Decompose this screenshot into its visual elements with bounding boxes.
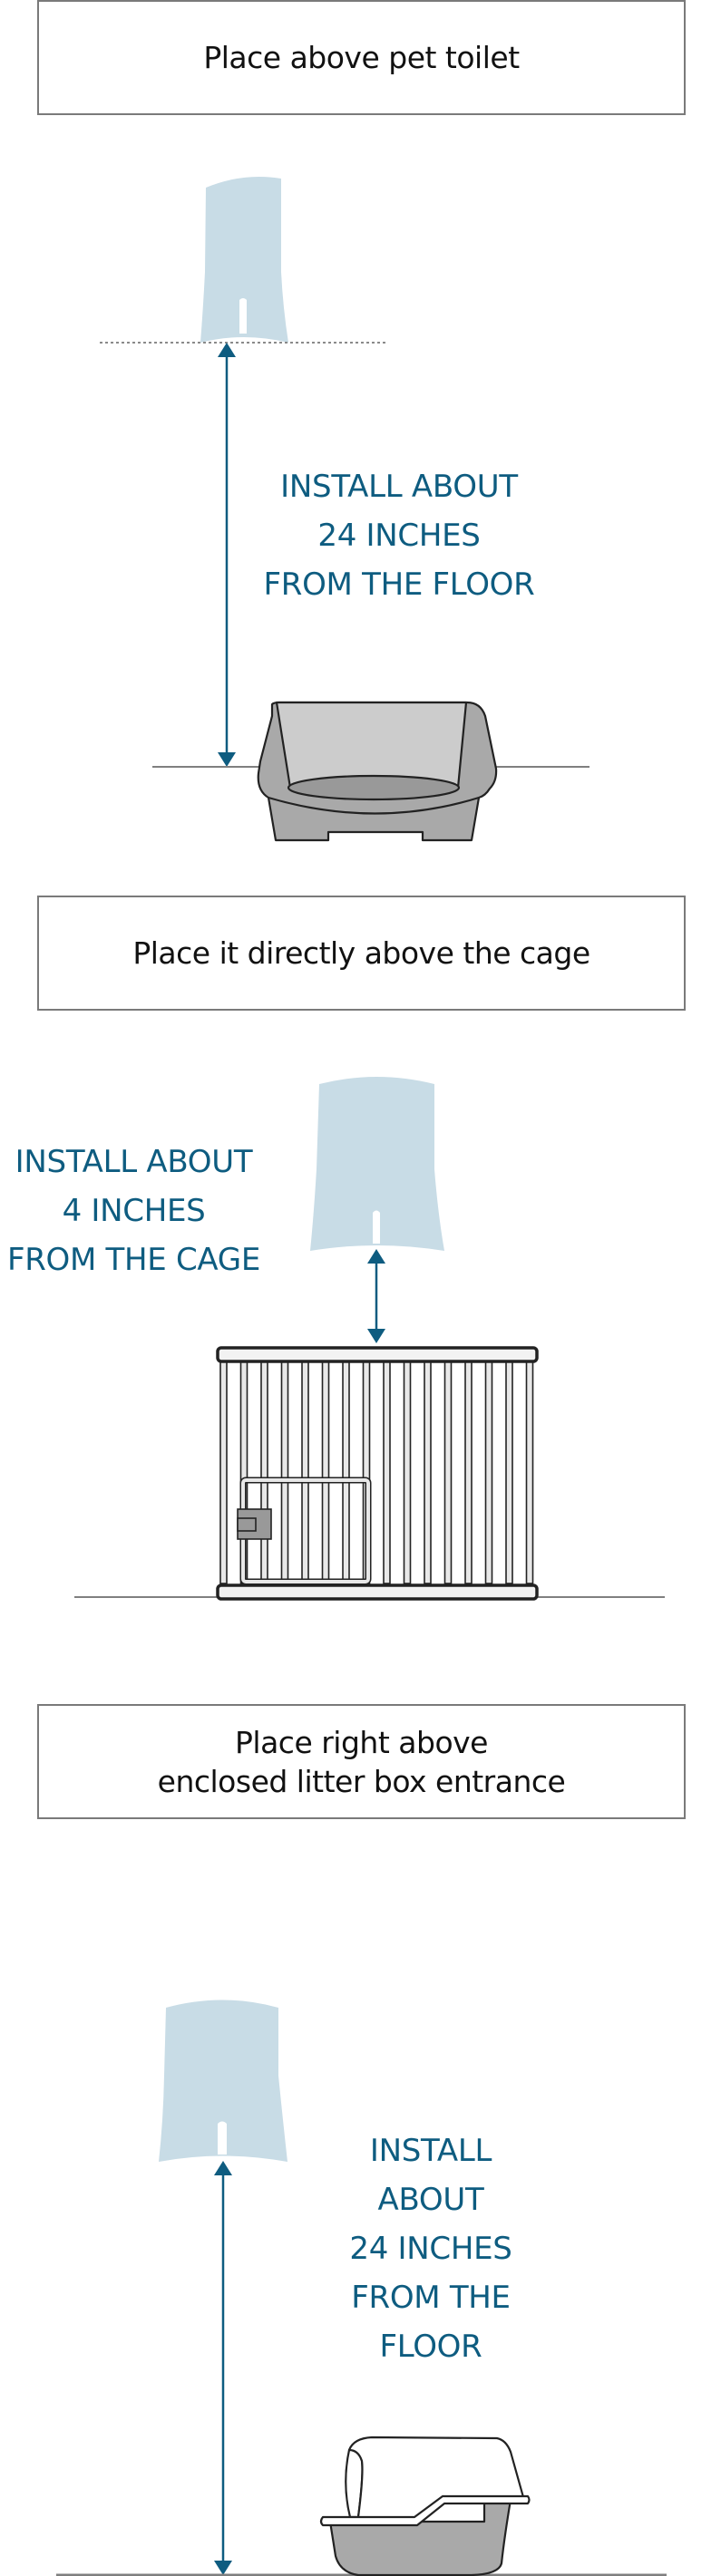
enclosed-litter-box-illustration	[319, 2436, 531, 2576]
measurement-arrow	[367, 1249, 385, 1343]
install-note: INSTALL ABOUT 24 INCHES FROM THE FLOOR	[349, 2133, 512, 2365]
pet-toilet-illustration	[257, 701, 498, 842]
diagram-cage	[74, 1077, 665, 1601]
arrow-up-icon	[218, 343, 236, 357]
arrow-down-icon	[218, 752, 236, 767]
section-title: Place it directly above the cage	[132, 935, 590, 971]
arrow-down-icon	[214, 2561, 232, 2575]
cage-bottom-rail	[216, 1583, 539, 1601]
device-icon	[310, 1077, 444, 1251]
section-title-box-cage: Place it directly above the cage	[37, 896, 686, 1011]
section-title: Place right above enclosed litter box en…	[157, 1724, 566, 1799]
device-icon	[200, 176, 288, 343]
arrow-down-icon	[367, 1329, 385, 1343]
measurement-arrow	[214, 2161, 232, 2575]
arrow-up-icon	[367, 1249, 385, 1264]
section-title-box-litter-box: Place right above enclosed litter box en…	[37, 1704, 686, 1819]
measurement-arrow	[218, 343, 236, 767]
arrow-up-icon	[214, 2161, 232, 2175]
install-note: INSTALL ABOUT 24 INCHES FROM THE FLOOR	[263, 469, 535, 603]
cage-illustration	[216, 1346, 539, 1601]
diagram-pet-toilet	[100, 176, 589, 842]
device-icon	[159, 2000, 287, 2162]
section-title: Place above pet toilet	[203, 40, 520, 75]
cage-top-rail	[216, 1346, 539, 1363]
install-note: INSTALL ABOUT 4 INCHES FROM THE CAGE	[6, 1144, 261, 1278]
section-title-box-pet-toilet: Place above pet toilet	[37, 0, 686, 115]
